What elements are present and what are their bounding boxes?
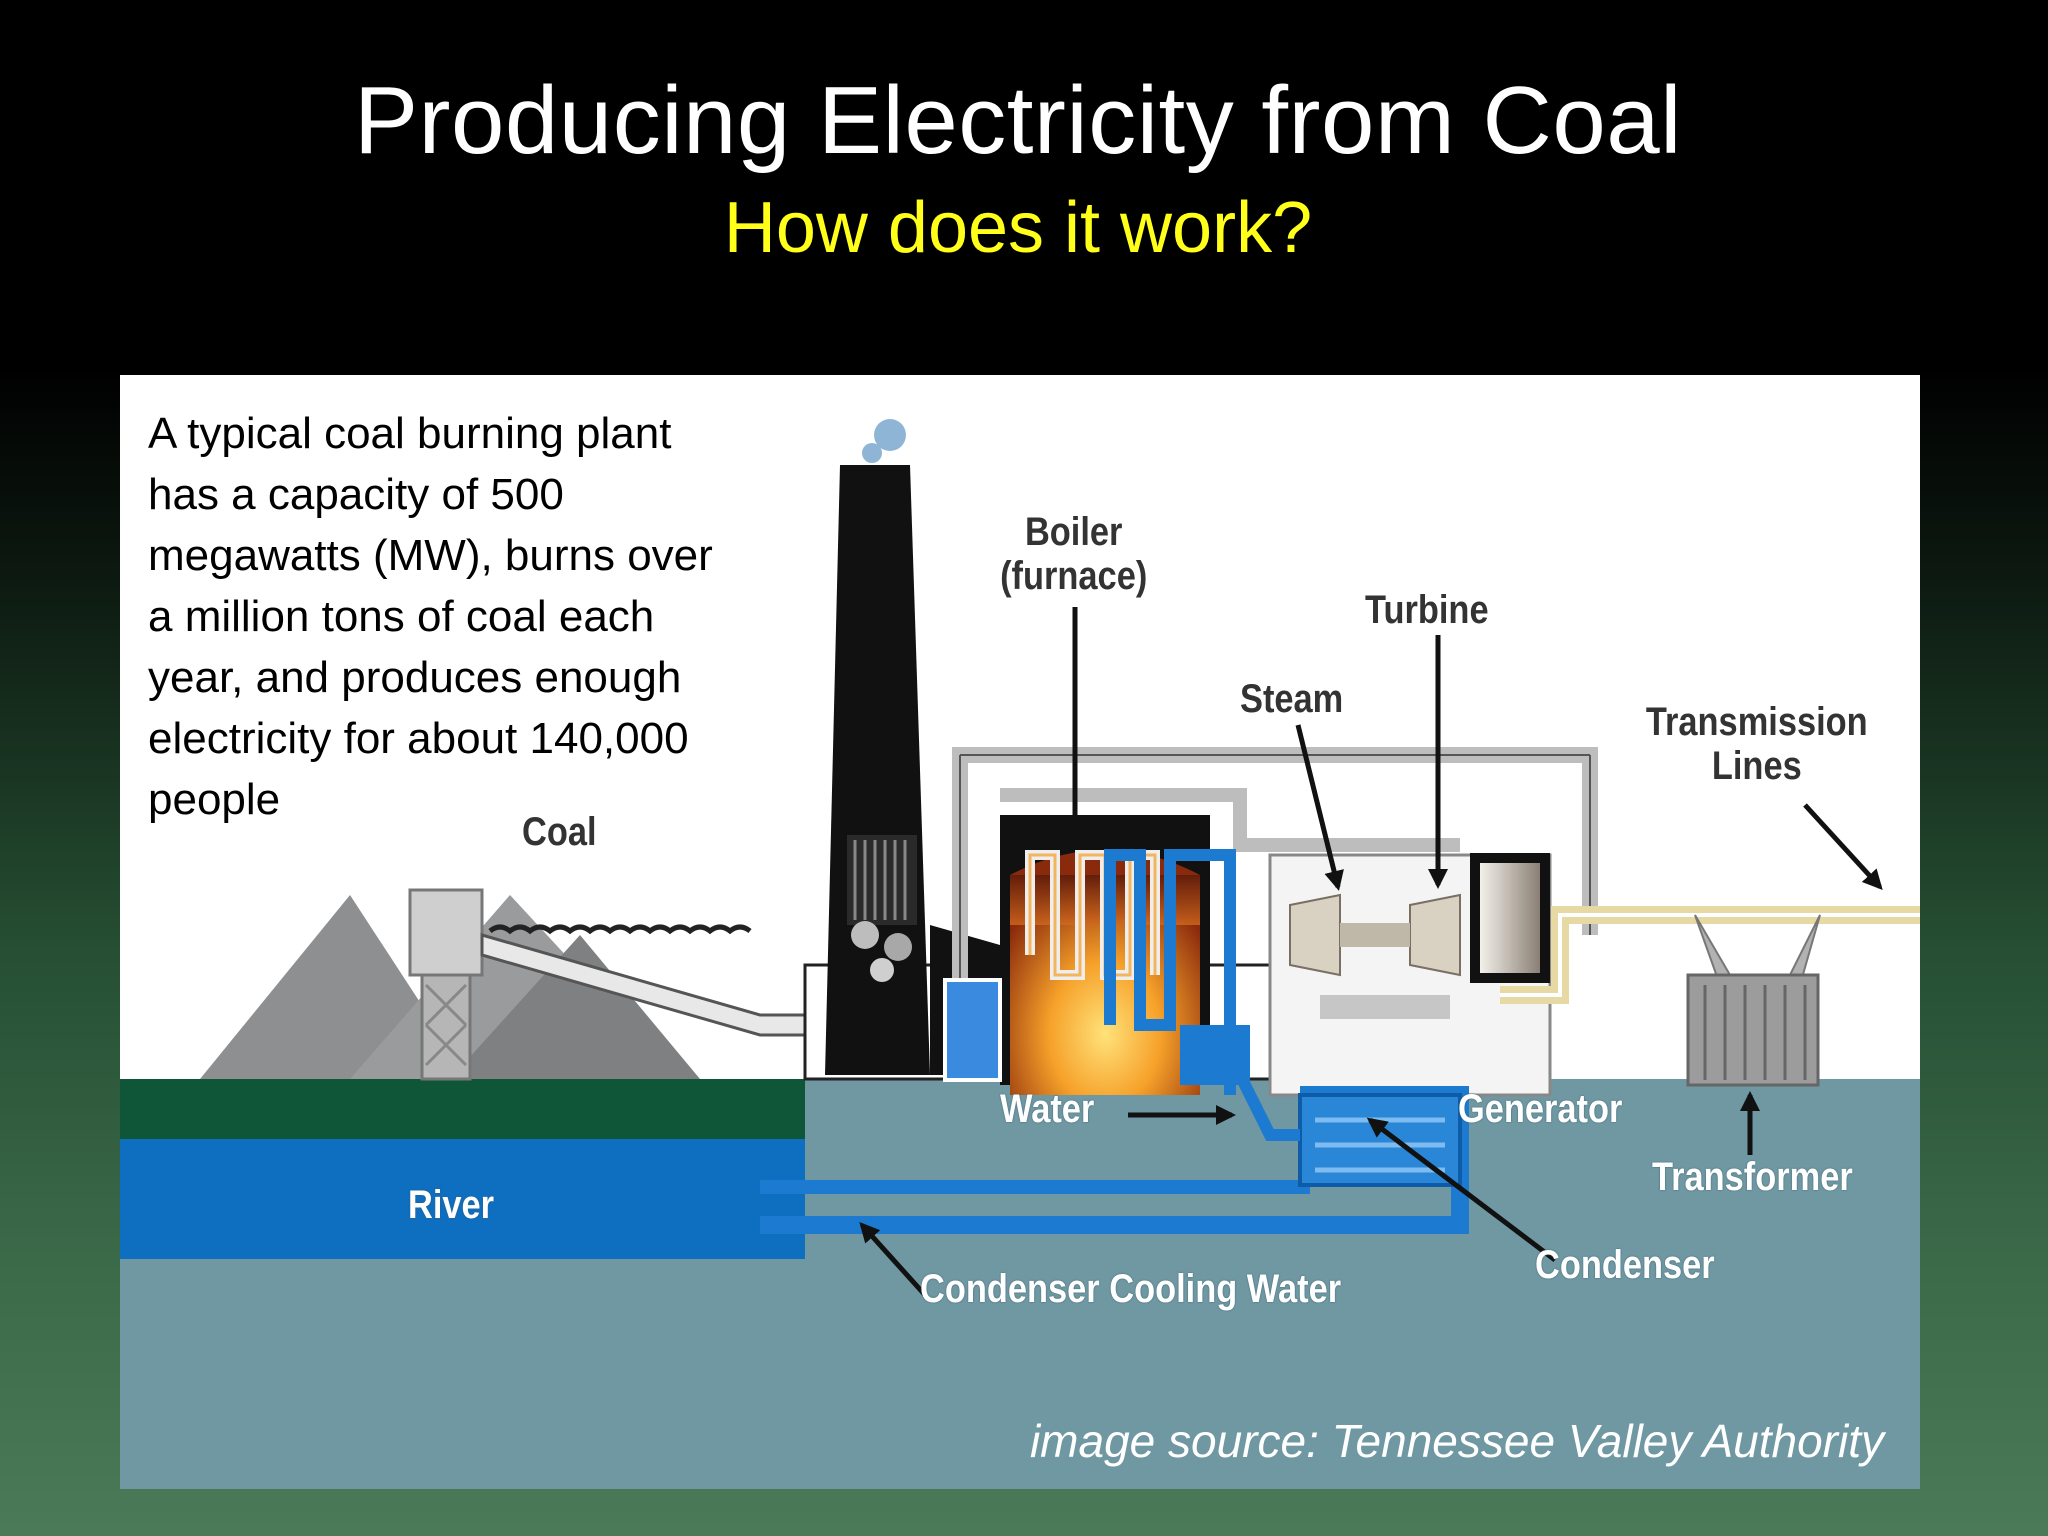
label-condenser-cooling-water: Condenser Cooling Water — [920, 1267, 1342, 1311]
coal-plant-diagram: A typical coal burning plant has a capac… — [120, 375, 1920, 1489]
slide-subtitle: How does it work? — [723, 188, 1313, 268]
river-bank — [120, 1079, 805, 1139]
plant-description: A typical coal burning plant has a capac… — [148, 403, 868, 830]
image-source-credit: image source: Tennessee Valley Authority — [1029, 1415, 1884, 1467]
label-turbine: Turbine — [1365, 588, 1489, 632]
description-line: electricity for about 140,000 — [148, 714, 689, 763]
label-boiler: Boiler (furnace) — [1000, 510, 1148, 598]
slide-title: Producing Electricity from Coal — [354, 67, 1682, 174]
label-steam: Steam — [1240, 677, 1344, 721]
description-line: A typical coal burning plant — [148, 409, 672, 458]
label-transmission-lines: Transmission Lines — [1645, 700, 1868, 788]
diagram-illustration — [120, 419, 1920, 1489]
label-generator: Generator — [1458, 1087, 1623, 1131]
river — [120, 1139, 805, 1259]
label-transformer: Transformer — [1652, 1155, 1853, 1199]
label-river: River — [408, 1183, 495, 1227]
transformer — [1686, 973, 1820, 1087]
label-water: Water — [1000, 1087, 1095, 1131]
description-line: people — [148, 775, 281, 824]
label-coal: Coal — [522, 810, 597, 854]
turbine — [1289, 893, 1341, 977]
description-line: a million tons of coal each — [148, 592, 655, 641]
description-line: year, and produces enough — [148, 653, 682, 702]
label-condenser: Condenser — [1535, 1243, 1715, 1287]
description-line: megawatts (MW), burns over — [148, 531, 713, 580]
description-line: has a capacity of 500 — [148, 470, 564, 519]
